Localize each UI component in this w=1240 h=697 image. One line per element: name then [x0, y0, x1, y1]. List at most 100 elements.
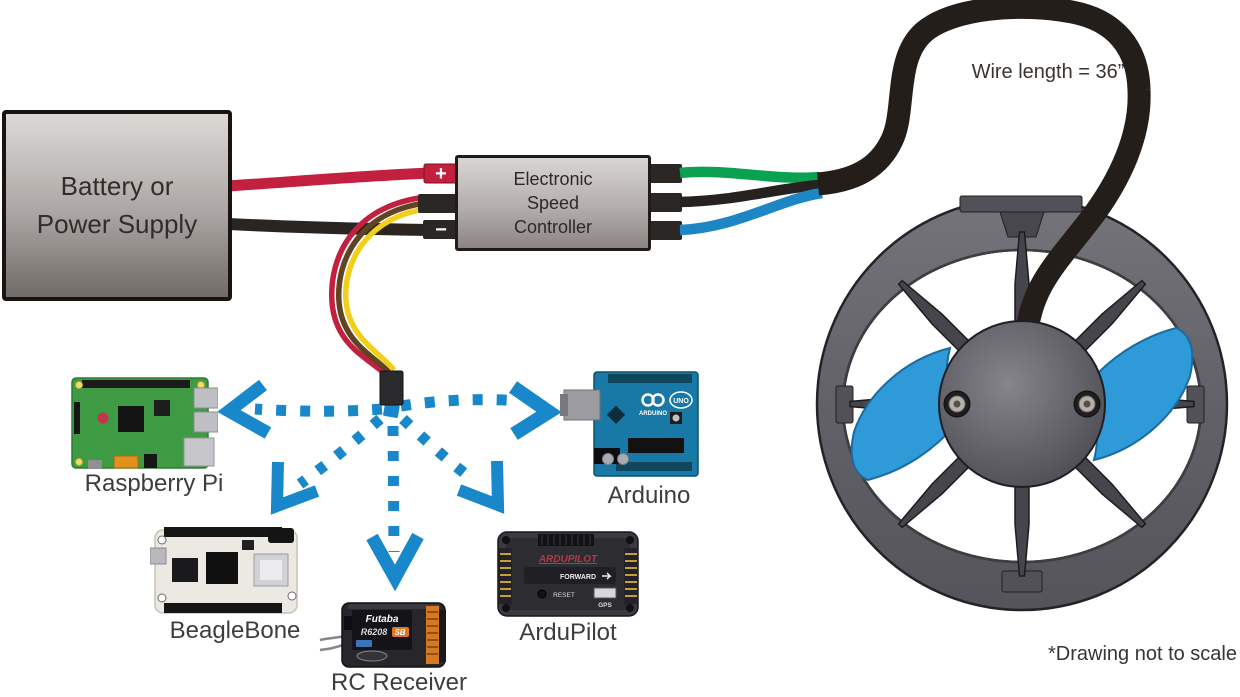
ardupilot-label: ArduPilot [519, 619, 617, 646]
arrowhead-down-icon [366, 532, 424, 592]
esc-negative-terminal [423, 220, 458, 239]
servo-wire-yellow [342, 206, 427, 372]
usb-port [193, 387, 218, 409]
chip [242, 540, 254, 550]
pin-row [439, 610, 446, 662]
pin-header [164, 527, 282, 537]
microcontroller-chip [628, 438, 684, 453]
rc-receiver-label: RC Receiver [330, 669, 468, 696]
esc-box: Electronic Speed Controller [455, 155, 651, 251]
pin-header [616, 462, 692, 471]
thruster-nose-cone [938, 320, 1106, 488]
hub-screw-right [1073, 390, 1101, 418]
corner-screw [626, 604, 634, 612]
esc-label: Electronic Speed Controller [513, 168, 593, 238]
battery-negative-wire [227, 218, 431, 236]
futaba-brand-text: Futaba [366, 614, 399, 625]
scale-note: *Drawing not to scale [1048, 643, 1237, 665]
arrowhead-down-left-icon [270, 461, 320, 515]
forward-arrow-icon [602, 572, 612, 580]
corner-screw [502, 604, 510, 612]
mount-hole [157, 535, 167, 545]
arduino-label: Arduino [607, 482, 691, 509]
esc-phase-stub-bottom [648, 221, 682, 240]
chip [172, 558, 198, 582]
controller-options-arrows [217, 379, 562, 592]
arrowhead-left-icon [217, 379, 272, 439]
corner-screw [502, 536, 510, 544]
esc-phase-stub-middle [648, 193, 682, 212]
arrow-to-beaglebone [270, 414, 384, 515]
ardupilot-board: ARDUPILOT FORWARD RESET GPS [497, 531, 639, 617]
gps-text: GPS [598, 602, 612, 609]
battery-box: Battery or Power Supply [2, 110, 232, 301]
raspberry-logo-icon [97, 412, 109, 424]
phase-wire-green [679, 166, 821, 183]
arrowhead-right-icon [509, 381, 562, 440]
processor-chip [206, 552, 238, 584]
servo-pin-block [426, 606, 439, 664]
arrow-to-rc-receiver [366, 425, 424, 592]
thruster-hub [938, 320, 1106, 488]
antenna-connector [344, 616, 353, 630]
uno-logo-text: UNO [673, 398, 689, 405]
mount-hole [157, 593, 167, 603]
fasst-logo [356, 650, 388, 662]
capacitor [602, 453, 614, 465]
reset-button [537, 589, 547, 599]
gps-connector [593, 587, 617, 599]
usb-port [193, 411, 218, 433]
capacitor [617, 453, 629, 465]
arrow-to-ardupilot [399, 415, 505, 514]
battery-positive-wire [227, 167, 431, 192]
hub-screw-left [943, 390, 971, 418]
servo-signal-cable [329, 194, 427, 376]
esc-terminals: + − [418, 163, 682, 241]
arrowhead-down-right-icon [456, 460, 505, 514]
soc-chip [118, 406, 144, 432]
motor-cable [816, 0, 1151, 342]
arrow-hub-dot [383, 403, 400, 418]
phase-wire-black [679, 179, 821, 208]
pin-header [164, 603, 282, 613]
corner-screw [626, 536, 634, 544]
forward-text: FORWARD [560, 574, 596, 581]
esc-signal-port [418, 194, 458, 213]
arrow-to-arduino [400, 381, 562, 440]
battery-label: Battery or Power Supply [36, 170, 198, 239]
hdmi-port [113, 455, 139, 469]
usb-connector [563, 389, 601, 421]
servo-wire-red [329, 194, 427, 376]
receiver-badge-text: SB [394, 628, 405, 637]
mini-usb [150, 547, 167, 565]
arduino-board: UNO ARDUINO [560, 371, 699, 477]
wire-length-note: Wire length = 36” [971, 61, 1125, 83]
mount-hole [287, 591, 297, 601]
esc-positive-label: + [435, 163, 447, 185]
esc-negative-label: − [435, 219, 447, 241]
reset-text: RESET [553, 592, 575, 599]
servo-wire-brown [336, 200, 427, 374]
thruster-top-bracket [959, 195, 1083, 213]
gpio-header [82, 380, 190, 388]
arduino-brand-text: ARDUINO [639, 411, 667, 417]
micro-usb [88, 460, 102, 469]
ethernet-port [183, 437, 215, 467]
case-ridge [524, 567, 616, 584]
raspberry-pi-label: Raspberry Pi [84, 470, 224, 497]
display-connector [74, 402, 80, 434]
audio-jack [144, 454, 157, 468]
raspberry-pi-board [71, 377, 218, 469]
rc-receiver-board: Futaba R6208 SB [319, 602, 446, 668]
phase-wire-blue [679, 187, 823, 236]
chip [154, 400, 170, 416]
barrel-jack [268, 528, 294, 543]
thruster-top-lug [999, 211, 1045, 238]
esc-phase-stub-top [648, 164, 682, 183]
beaglebone-label: BeagleBone [169, 617, 301, 644]
receiver-model-text: R6208 [361, 627, 388, 637]
beaglebone-board [150, 527, 298, 614]
servo-connector [379, 370, 404, 406]
